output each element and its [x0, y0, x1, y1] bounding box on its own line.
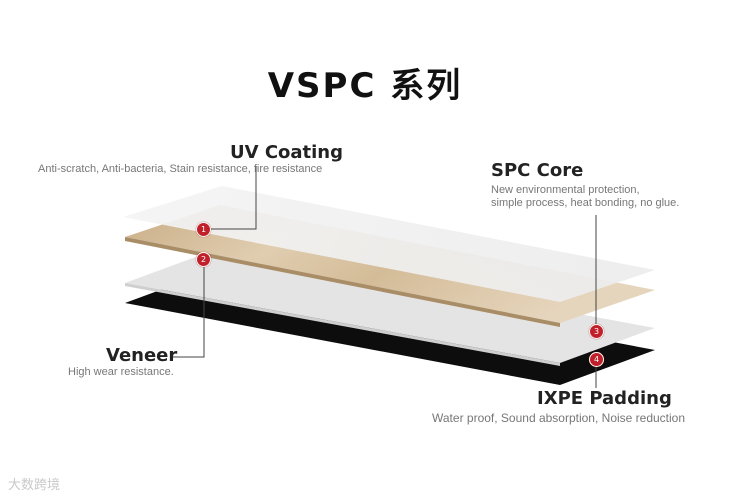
- badge-1: 1: [196, 222, 211, 237]
- ixpe-padding-description: Water proof, Sound absorption, Noise red…: [432, 411, 686, 425]
- spc-core-description: New environmental protection, simple pro…: [491, 184, 680, 209]
- badge-2: 2: [196, 252, 211, 267]
- watermark-logo: 大数跨境: [8, 478, 61, 493]
- spc-core-edge: [125, 283, 560, 366]
- uv-coating-description: Anti-scratch, Anti-bacteria, Stain resis…: [38, 163, 323, 175]
- veneer-edge: [125, 237, 560, 327]
- spc-core-title: SPC Core: [491, 160, 584, 181]
- uv-leader-line: [206, 166, 257, 230]
- veneer-title: Veneer: [106, 345, 178, 366]
- badge-3: 3: [589, 324, 604, 339]
- page-title: VSPC 系列: [267, 66, 463, 106]
- badge-4: 4: [589, 352, 604, 367]
- ixpe-padding-title: IXPE Padding: [537, 388, 672, 409]
- uv-coating-title: UV Coating: [230, 142, 344, 163]
- veneer-description: High wear resistance.: [68, 366, 174, 378]
- veneer-leader-line: [170, 260, 205, 358]
- spc-core-layer: [125, 248, 655, 363]
